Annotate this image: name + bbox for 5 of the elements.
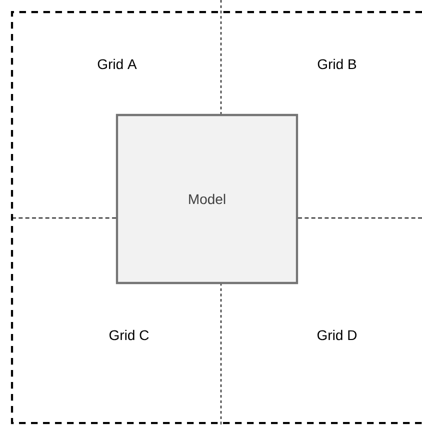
region-label: Grid B: [318, 58, 356, 70]
model-box: Model: [116, 114, 298, 284]
region-label: Grid A: [98, 58, 137, 70]
region-label: Grid D: [318, 330, 357, 340]
region-label: Grid C: [109, 330, 149, 340]
